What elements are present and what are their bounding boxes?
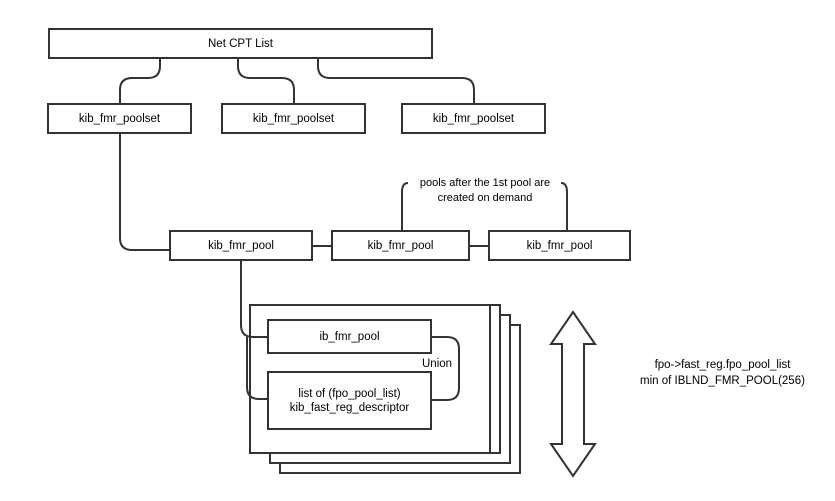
pool-note-bracket-right <box>560 182 568 231</box>
connector-root-to-poolset-1 <box>119 58 161 104</box>
union-label: Union <box>422 358 453 370</box>
ib-fmr-pool-box[interactable] <box>267 319 432 354</box>
pool-count-arrow <box>549 310 597 478</box>
poolset-box-3[interactable] <box>401 103 546 134</box>
connector-stack-branch-lower <box>246 337 268 400</box>
net-cpt-list-box[interactable] <box>48 28 433 59</box>
connector-root-to-poolset-2 <box>237 58 295 104</box>
connector-root-to-poolset-3 <box>317 58 475 104</box>
union-bracket <box>431 336 460 401</box>
pool-box-3[interactable] <box>488 230 631 261</box>
stack-union-label-back-3: Union <box>482 384 491 400</box>
side-annotation: fpo->fast_reg.fpo_pool_list min of IBLND… <box>640 359 805 387</box>
pool-note-bracket-left <box>401 182 409 231</box>
fpo-pool-list-box[interactable] <box>267 371 432 430</box>
pool-creation-note: pools after the 1st pool are created on … <box>419 177 551 204</box>
connector-pool1-to-stack <box>240 260 268 338</box>
connector-poolset1-to-pool1 <box>119 133 170 251</box>
pool-card-front-border <box>249 304 491 454</box>
stack-union-label-back-1: Union <box>462 364 471 380</box>
poolset-box-1[interactable] <box>47 103 192 134</box>
poolset-box-2[interactable] <box>221 103 366 134</box>
pool-box-1[interactable] <box>169 230 313 261</box>
stack-union-label-back-2: Union <box>472 374 481 390</box>
pool-box-2[interactable] <box>331 230 470 261</box>
